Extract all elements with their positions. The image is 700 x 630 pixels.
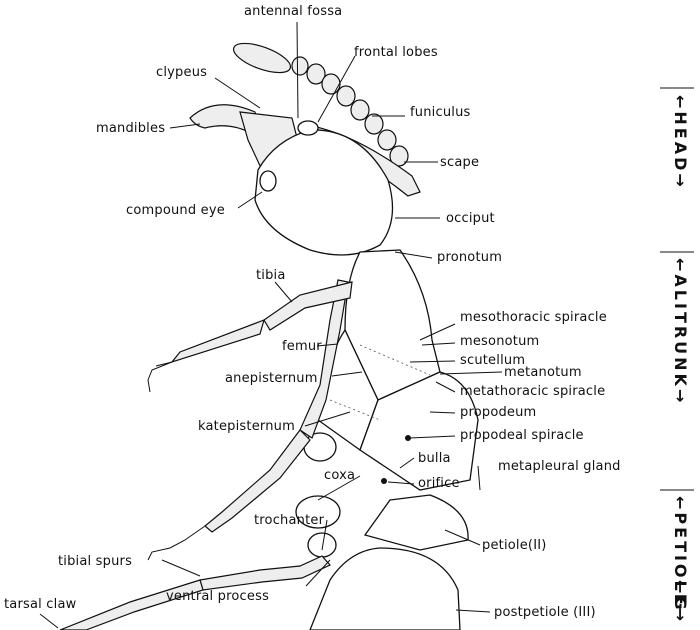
label-mesothoracic-spiracle: mesothoracic spiracle: [460, 310, 607, 325]
label-tibial-spurs: tibial spurs: [58, 554, 133, 569]
region-ticks: [660, 87, 694, 491]
label-compound-eye: compound eye: [126, 203, 225, 218]
label-femur: femur: [282, 339, 322, 354]
label-propodeum: propodeum: [460, 405, 537, 420]
label-metanotum: metanotum: [504, 365, 582, 380]
label-occiput: occiput: [446, 211, 495, 226]
label-katepisternum: katepisternum: [198, 419, 295, 434]
label-clypeus: clypeus: [156, 65, 208, 80]
label-tibia: tibia: [256, 268, 286, 283]
label-scape: scape: [440, 155, 480, 170]
label-coxa: coxa: [324, 468, 356, 483]
label-antennal-fossa: antennal fossa: [244, 4, 343, 19]
antennal-fossa-drawing: [297, 120, 319, 136]
region-alitrunk: ←ALITRUNK→: [671, 258, 690, 406]
label-funiculus: funiculus: [410, 105, 471, 120]
coxa-trochanter-drawing: [295, 432, 341, 558]
legs-drawing: [59, 279, 353, 630]
label-frontal-lobes: frontal lobes: [354, 45, 438, 60]
label-postpetiole-iii: postpetiole (III): [494, 605, 596, 620]
label-pronotum: pronotum: [437, 250, 503, 265]
label-metapleural-gland: metapleural gland: [498, 459, 621, 474]
label-mandibles: mandibles: [96, 121, 166, 136]
label-metathoracic-spiracle: metathoracic spiracle: [460, 384, 606, 399]
label-anepisternum: anepisternum: [225, 371, 318, 386]
label-bulla: bulla: [418, 451, 451, 466]
label-petiole-ii: petiole(II): [482, 538, 547, 553]
label-orifice: orifice: [418, 476, 460, 491]
label-mesonotum: mesonotum: [460, 334, 540, 349]
label-ventral-process: ventral process: [166, 589, 270, 604]
label-tarsal-claw: tarsal claw: [4, 597, 77, 612]
label-trochanter: trochanter: [254, 513, 325, 528]
region-head: ←HEAD→: [671, 95, 690, 190]
label-propodeal-spiracle: propodeal spiracle: [460, 428, 584, 443]
label-scutellum: scutellum: [460, 353, 526, 368]
leader-lines: [39, 21, 503, 629]
petiole-drawing: [309, 494, 469, 630]
compound-eye-drawing: [259, 170, 277, 192]
head-capsule: [254, 129, 394, 256]
region-gaster-partial: ←G: [671, 580, 690, 613]
